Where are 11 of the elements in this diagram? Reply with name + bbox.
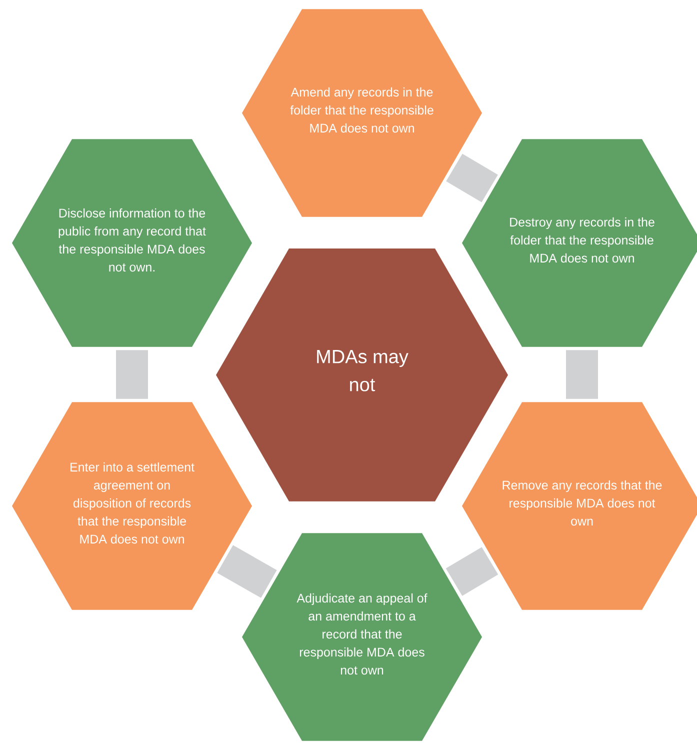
connector-band: [566, 350, 598, 399]
hexagon: Adjudicate an appeal of an amendment to a record that the responsible MDA does not own: [242, 533, 482, 741]
connector-band: [446, 154, 498, 202]
hexagon: Remove any records that the responsible MDA does not own: [462, 402, 697, 610]
connector-band: [446, 547, 498, 596]
hexagon: Enter into a settlement agreement on disposition of records that the responsible MDA does not own: [12, 402, 252, 610]
hexagon: Destroy any records in the folder that the responsible MDA does not own: [462, 139, 697, 347]
hexagon: Amend any records in the folder that the responsible MDA does not own: [242, 9, 482, 217]
hexagon: Disclose information to the public from any record that the responsible MDA does not own.: [12, 139, 252, 347]
connector-band: [116, 350, 148, 399]
connector-band: [217, 545, 277, 598]
